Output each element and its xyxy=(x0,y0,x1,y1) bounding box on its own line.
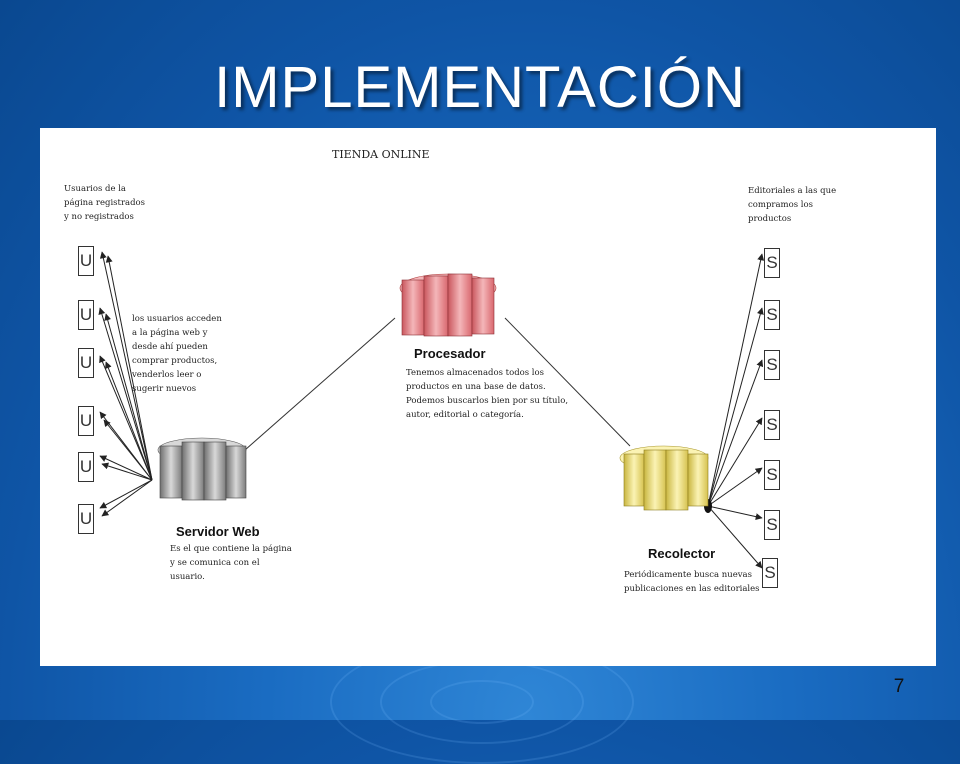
user-box: U xyxy=(78,452,94,482)
processor-server-icon xyxy=(399,273,497,337)
user-box: U xyxy=(78,406,94,436)
web-server-icon xyxy=(157,437,247,501)
suppliers-caption: Editoriales a las que compramos los prod… xyxy=(748,186,837,224)
link-processor-collector xyxy=(504,317,631,447)
supplier-box: S xyxy=(764,460,780,490)
processor-note: Tenemos almacenados todos los productos … xyxy=(406,368,569,420)
supplier-arrows xyxy=(707,253,765,569)
supplier-box: S xyxy=(764,410,780,440)
collector-server-icon xyxy=(619,445,709,511)
supplier-box: S xyxy=(764,248,780,278)
supplier-box: S xyxy=(764,300,780,330)
supplier-box: S xyxy=(764,350,780,380)
collector-label: Recolector xyxy=(648,546,716,561)
link-webserver-processor xyxy=(244,317,396,451)
user-box: U xyxy=(78,504,94,534)
web-server-note: Es el que contiene la página y se comuni… xyxy=(170,544,292,582)
diagram-canvas xyxy=(98,251,765,569)
supplier-box: S xyxy=(762,558,778,588)
users-caption: Usuarios de la página registrados y no r… xyxy=(64,184,145,222)
web-server-label: Servidor Web xyxy=(176,524,260,539)
slide-title: IMPLEMENTACIÓN xyxy=(214,55,746,120)
page-number: 7 xyxy=(893,676,905,697)
diagram-title: TIENDA ONLINE xyxy=(332,148,430,161)
user-box: U xyxy=(78,246,94,276)
supplier-box: S xyxy=(764,510,780,540)
users-note: los usuarios acceden a la página web y d… xyxy=(132,314,222,394)
user-box: U xyxy=(78,300,94,330)
processor-label: Procesador xyxy=(414,346,486,361)
background-ripple xyxy=(430,680,534,724)
user-box: U xyxy=(78,348,94,378)
diagram-panel: TIENDA ONLINE Usuarios de la página regi… xyxy=(40,128,936,666)
user-arrows xyxy=(98,251,153,517)
collector-note: Periódicamente busca nuevas publicacione… xyxy=(624,570,760,594)
